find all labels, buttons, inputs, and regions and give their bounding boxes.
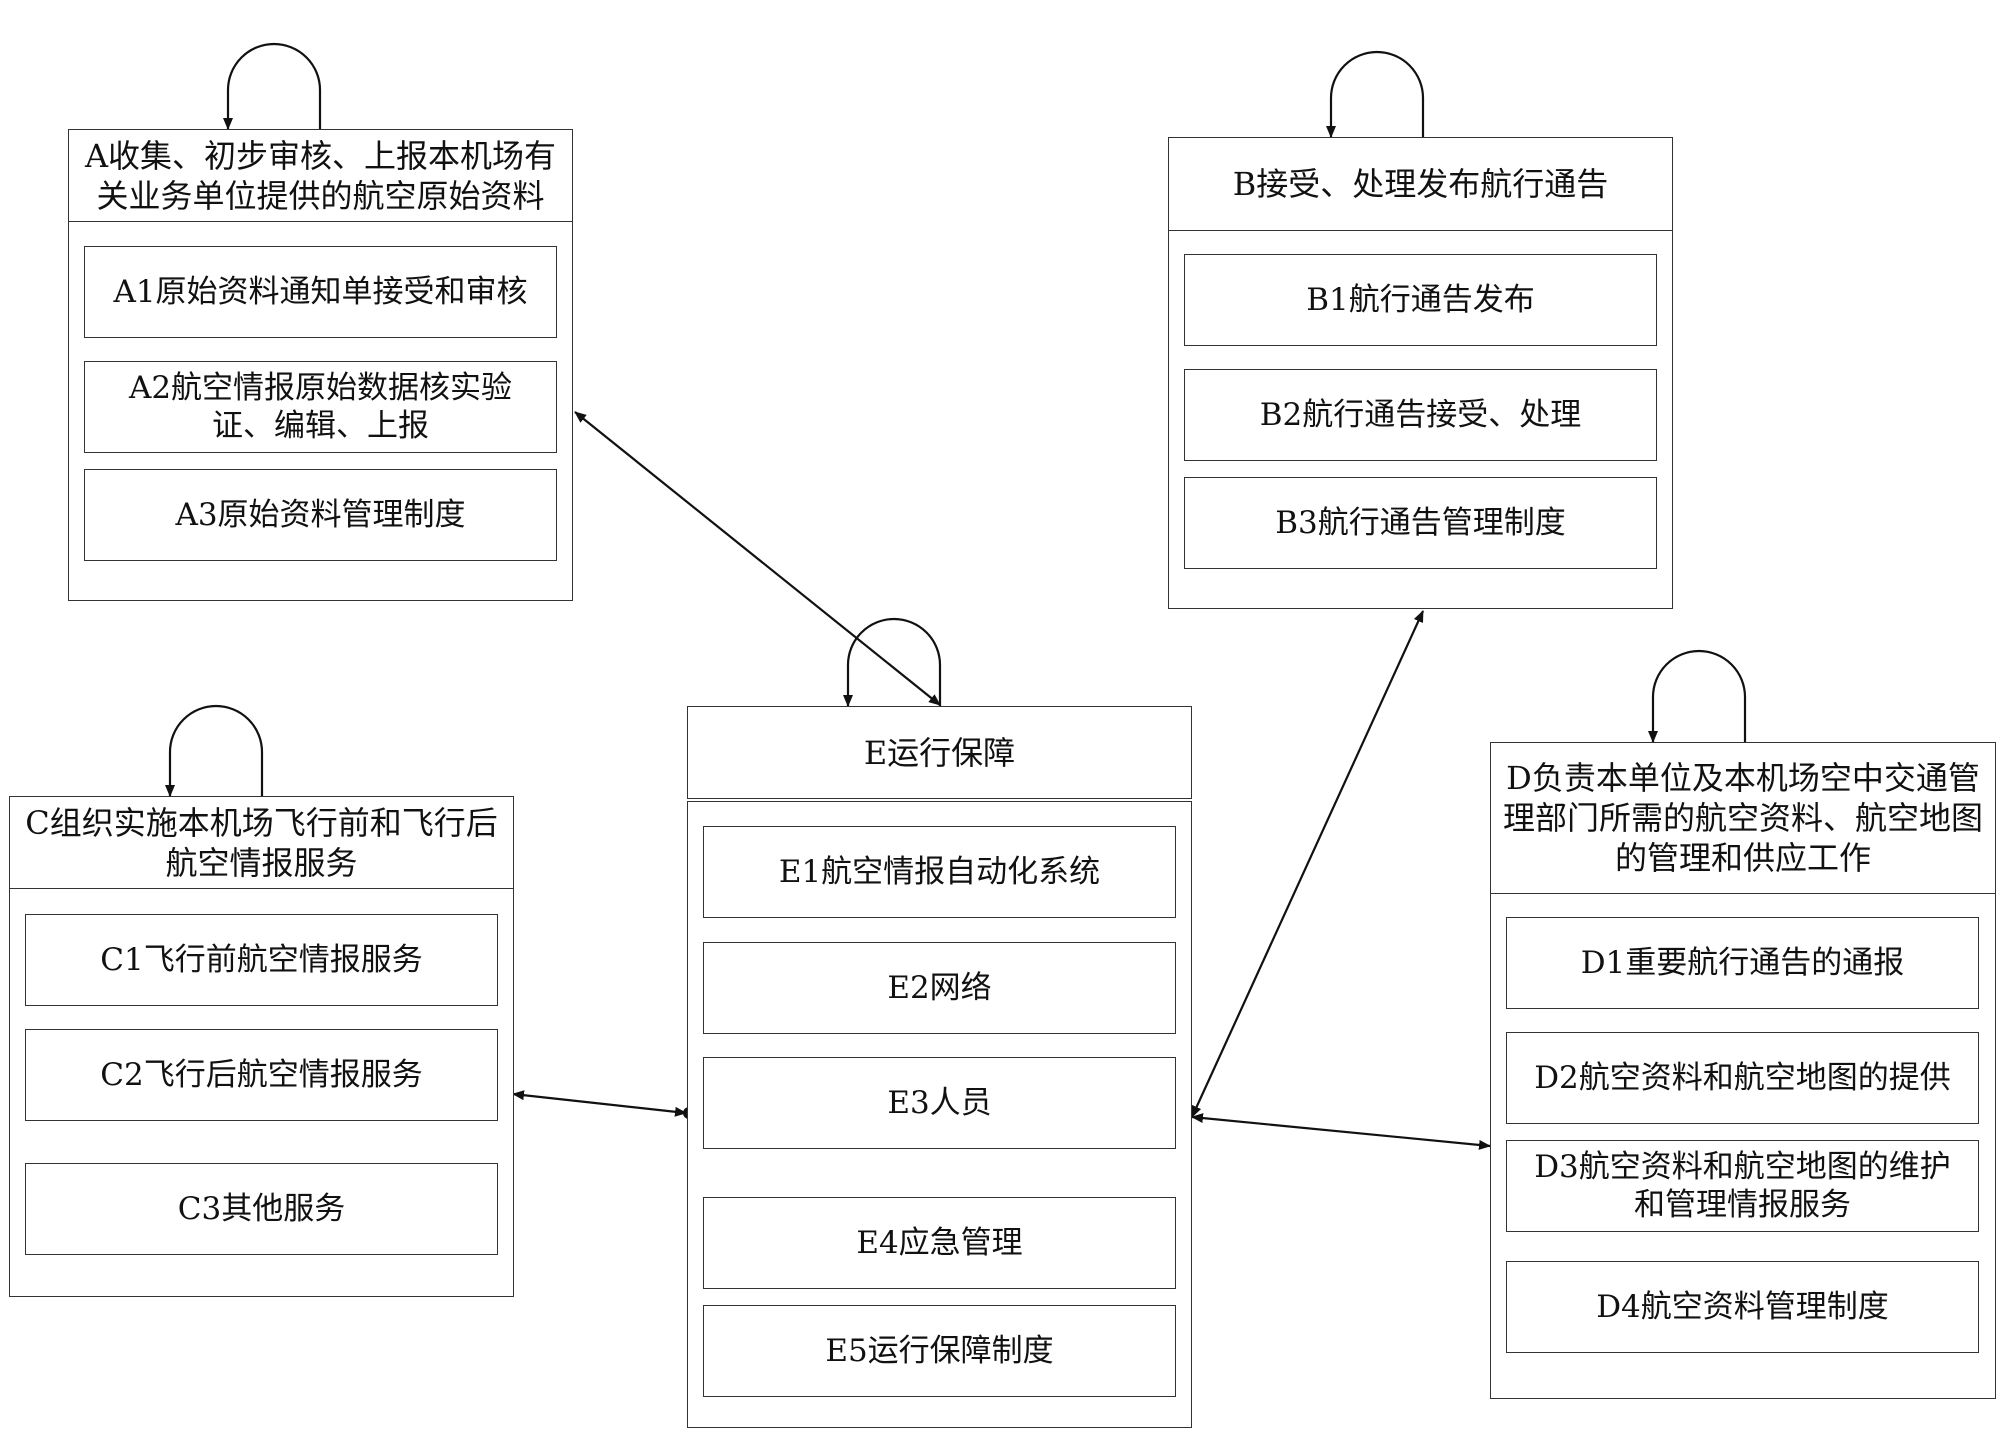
self-loop-B — [1326, 50, 1425, 138]
module-B-title: B接受、处理发布航行通告 — [1169, 138, 1672, 231]
connector-B-E — [1190, 610, 1425, 1118]
self-loop-D — [1648, 649, 1747, 743]
item-B2: B2航行通告接受、处理 — [1184, 369, 1657, 461]
module-A: A收集、初步审核、上报本机场有关业务单位提供的航空原始资料 A1原始资料通知单接… — [68, 129, 573, 601]
item-E2: E2网络 — [703, 942, 1176, 1034]
item-C3: C3其他服务 — [25, 1163, 498, 1255]
connector-C-E — [512, 1090, 687, 1117]
module-A-title: A收集、初步审核、上报本机场有关业务单位提供的航空原始资料 — [69, 130, 572, 222]
item-E4: E4应急管理 — [703, 1197, 1176, 1289]
item-D3: D3航空资料和航空地图的维护和管理情报服务 — [1506, 1140, 1979, 1232]
item-D4: D4航空资料管理制度 — [1506, 1261, 1979, 1353]
module-E-header-box: E运行保障 — [687, 706, 1192, 799]
item-C1: C1飞行前航空情报服务 — [25, 914, 498, 1006]
item-E3: E3人员 — [703, 1057, 1176, 1149]
item-A3: A3原始资料管理制度 — [84, 469, 557, 561]
item-D2: D2航空资料和航空地图的提供 — [1506, 1032, 1979, 1124]
item-A2: A2航空情报原始数据核实验证、编辑、上报 — [84, 361, 557, 453]
module-E: E1航空情报自动化系统 E2网络 E3人员 E4应急管理 E5运行保障制度 — [687, 801, 1192, 1428]
module-C: C组织实施本机场飞行前和飞行后航空情报服务 C1飞行前航空情报服务 C2飞行后航… — [9, 796, 514, 1297]
self-loop-A — [223, 42, 322, 130]
item-A1: A1原始资料通知单接受和审核 — [84, 246, 557, 338]
item-B3: B3航行通告管理制度 — [1184, 477, 1657, 569]
module-E-title: E运行保障 — [863, 733, 1016, 772]
item-B1: B1航行通告发布 — [1184, 254, 1657, 346]
item-D1: D1重要航行通告的通报 — [1506, 917, 1979, 1009]
item-C2: C2飞行后航空情报服务 — [25, 1029, 498, 1121]
module-D: D负责本单位及本机场空中交通管理部门所需的航空资料、航空地图的管理和供应工作 D… — [1490, 742, 1996, 1399]
connector-A-E — [574, 411, 941, 706]
module-B: B接受、处理发布航行通告 B1航行通告发布 B2航行通告接受、处理 B3航行通告… — [1168, 137, 1673, 609]
module-D-title: D负责本单位及本机场空中交通管理部门所需的航空资料、航空地图的管理和供应工作 — [1491, 743, 1995, 894]
item-E5: E5运行保障制度 — [703, 1305, 1176, 1397]
item-E1: E1航空情报自动化系统 — [703, 826, 1176, 918]
connector-D-E — [1191, 1113, 1491, 1150]
self-loop-C — [165, 704, 264, 797]
module-C-title: C组织实施本机场飞行前和飞行后航空情报服务 — [10, 797, 513, 889]
